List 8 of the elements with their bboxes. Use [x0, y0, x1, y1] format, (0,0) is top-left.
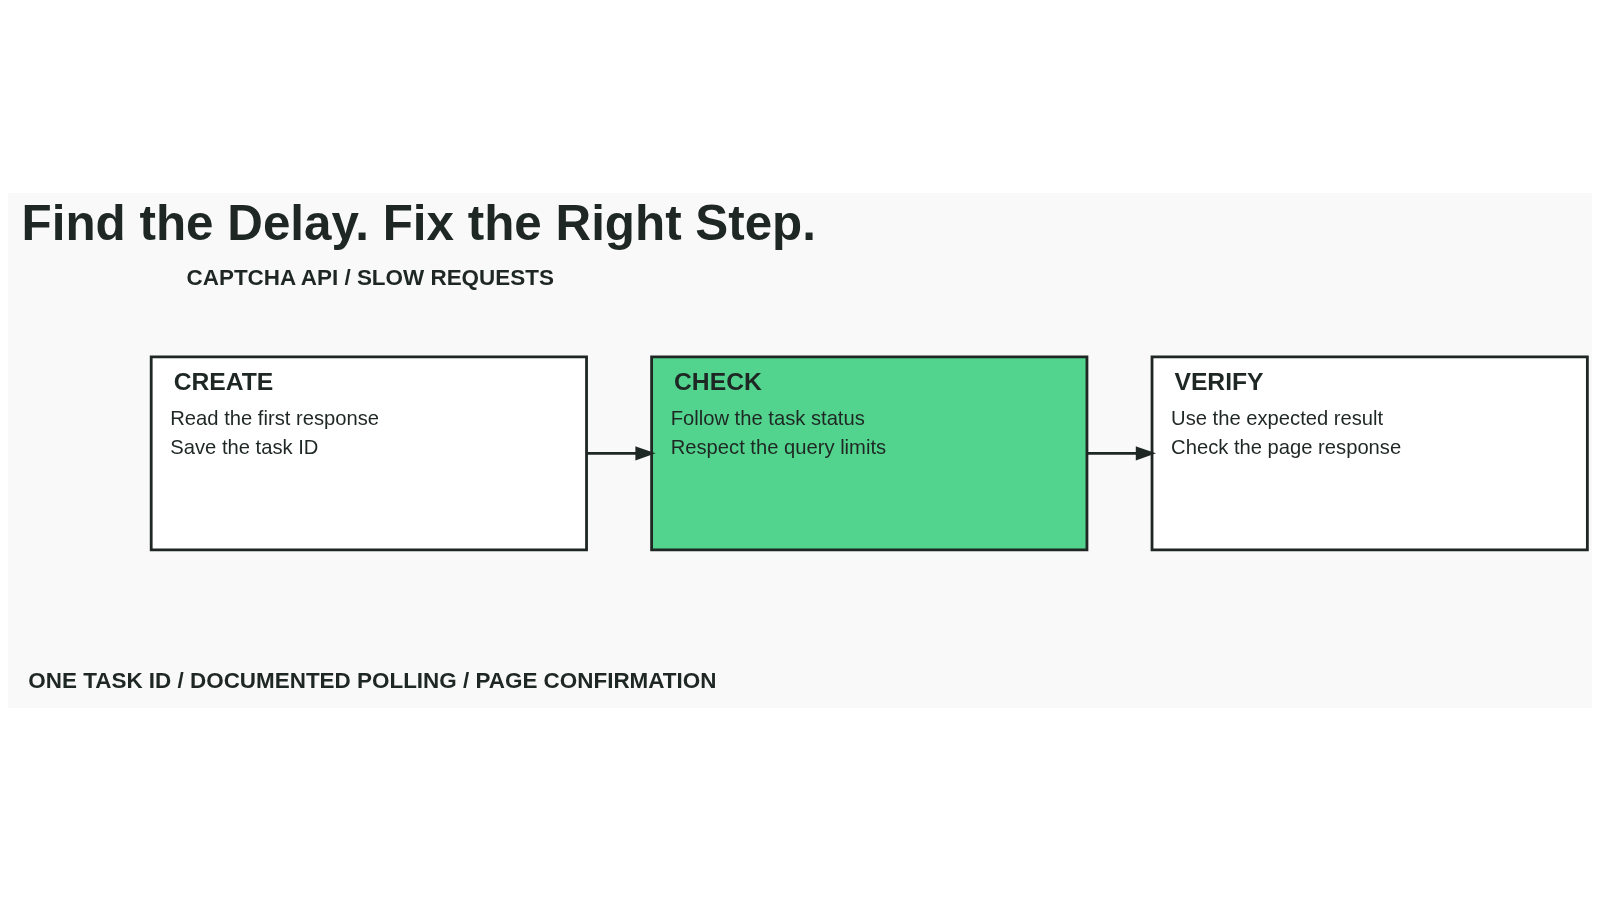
node-box: CHECK Follow the task status Respect the query limits [650, 354, 1089, 551]
label: CAPTCHA API / SLOW REQUESTS [186, 264, 554, 290]
arrow [1087, 445, 1157, 460]
label: ONE TASK ID / DOCUMENTED POLLING / PAGE CONFIRMATION [28, 667, 717, 693]
node-box: CREATE Read the first response Save the task ID [149, 354, 588, 551]
diagram-title: Find the Delay. Fix the Right Step. [21, 194, 816, 250]
arrow [586, 445, 656, 460]
node-box: VERIFY Use the expected result Check the page response [1150, 354, 1589, 551]
